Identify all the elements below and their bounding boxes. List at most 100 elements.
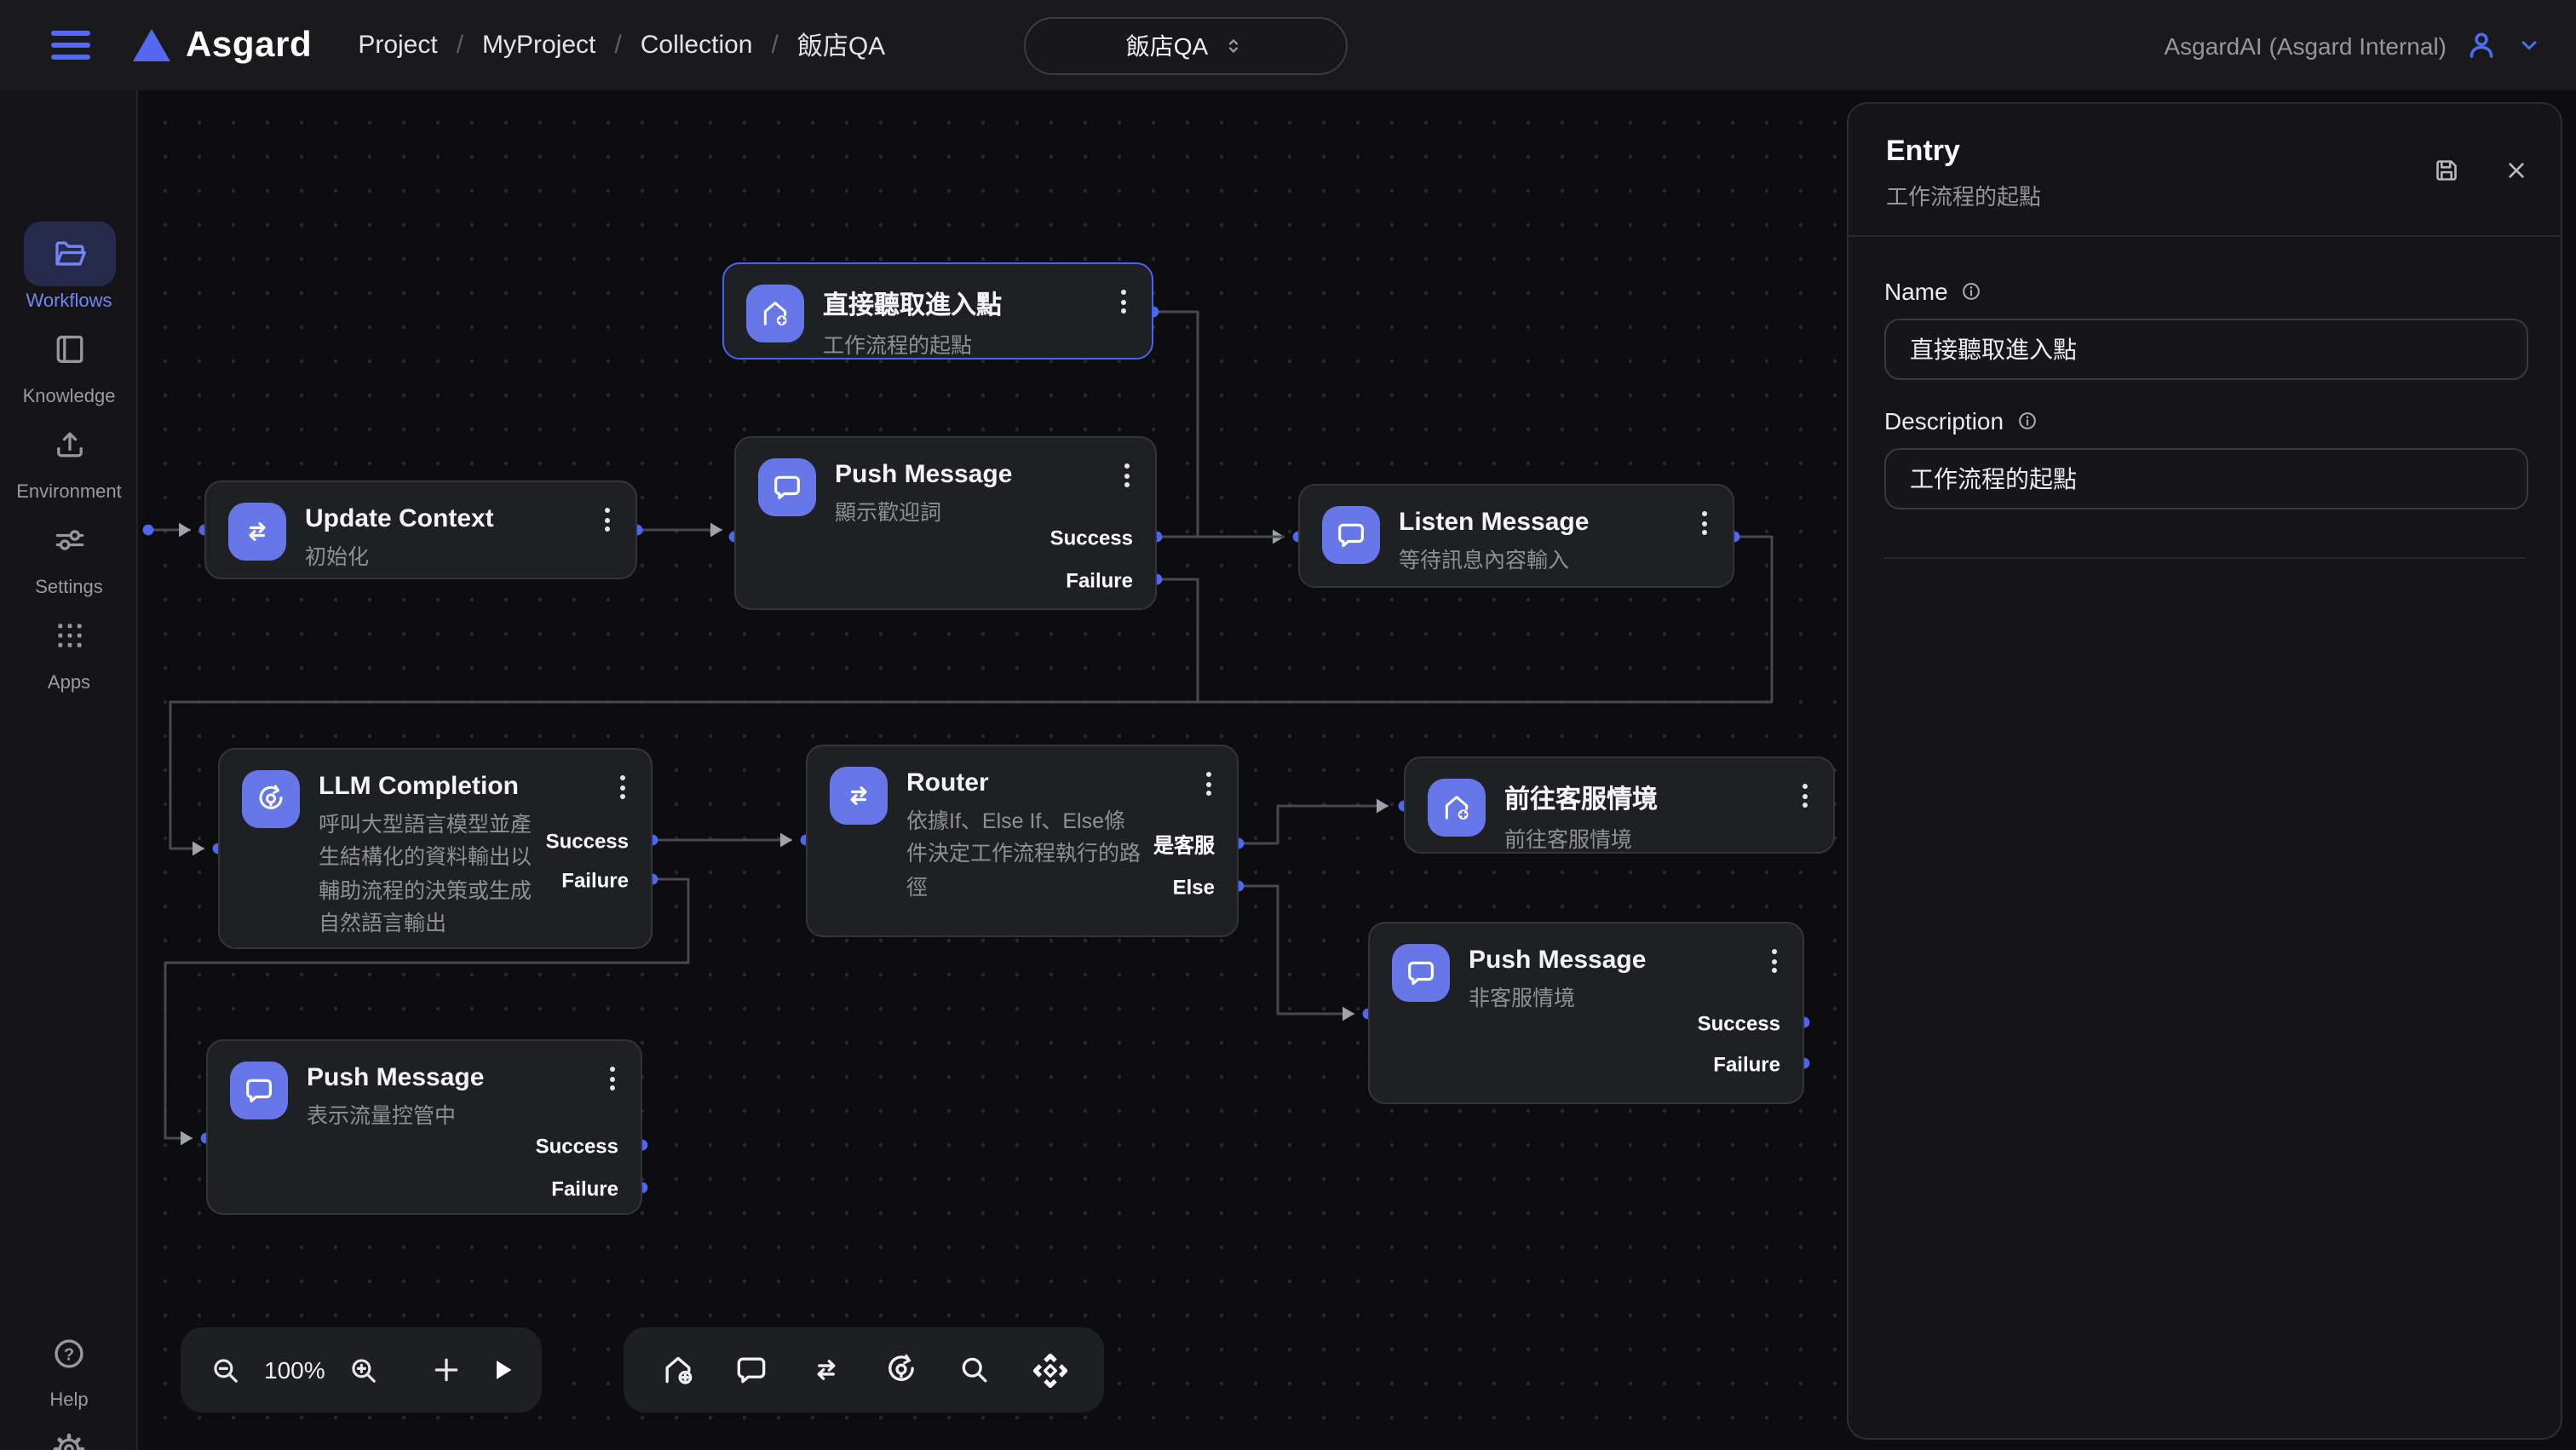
node-menu-icon[interactable] (1688, 506, 1719, 540)
breadcrumb-project[interactable]: Project (358, 31, 438, 60)
inspector-title: Entry (1886, 135, 1960, 167)
entry-node-icon (746, 285, 804, 342)
sidebar-item-help[interactable]: ? Help (0, 1321, 138, 1411)
help-icon: ? (55, 1338, 83, 1367)
description-input[interactable] (1884, 448, 2528, 509)
add-button[interactable] (429, 1344, 463, 1395)
node-menu-icon[interactable] (607, 770, 637, 804)
node-listen-message[interactable]: Listen Message 等待訊息內容輸入 (1298, 484, 1734, 588)
node-title: Listen Message (1399, 508, 1590, 537)
node-entry[interactable]: 直接聽取進入點工作流程的起點 (722, 262, 1153, 360)
zoom-level-label: 100% (264, 1356, 325, 1384)
edge-arrowhead (1273, 529, 1285, 544)
save-icon[interactable] (2431, 155, 2462, 186)
search-node-button[interactable] (950, 1344, 1001, 1395)
account-menu[interactable]: AsgardAI (Asgard Internal) (2165, 0, 2543, 90)
node-subtitle: 等待訊息內容輸入 (1399, 549, 1570, 573)
sidebar-item-workflows[interactable]: Workflows (0, 222, 138, 312)
node-palette-toolbar (624, 1327, 1104, 1413)
node-menu-icon[interactable] (1193, 767, 1223, 801)
fit-view-button[interactable] (1024, 1344, 1075, 1395)
logo-text: Asgard (186, 25, 313, 64)
message-node-icon (1322, 506, 1380, 564)
node-menu-icon[interactable] (1111, 458, 1141, 492)
node-title: Router (906, 768, 989, 797)
node-menu-icon[interactable] (1789, 779, 1820, 813)
asgard-logo[interactable]: Asgard (133, 25, 312, 66)
sidebar: Workflows Knowledge Environment Settings… (0, 90, 138, 1450)
name-input[interactable] (1884, 319, 2528, 380)
port-label-success: Success (545, 829, 629, 854)
plus-icon (434, 1358, 457, 1382)
close-icon[interactable] (2503, 157, 2530, 184)
name-label-text: Name (1884, 278, 1948, 305)
inspector-panel: Entry 工作流程的起點 Name Description (1847, 102, 2562, 1440)
sidebar-item-environment[interactable]: Environment (0, 412, 138, 503)
sidebar-item-apps[interactable]: Apps (0, 603, 138, 693)
name-field-label: Name (1884, 278, 2525, 305)
updown-chevron-icon (1229, 39, 1239, 53)
svg-text:?: ? (64, 1344, 74, 1363)
account-label: AsgardAI (Asgard Internal) (2164, 32, 2447, 59)
panel-divider (1884, 557, 2525, 559)
sidebar-item-knowledge[interactable]: Knowledge (0, 317, 138, 407)
edge-source-port[interactable] (142, 524, 154, 536)
node-menu-icon[interactable] (1758, 944, 1789, 978)
edge-arrowhead (179, 522, 191, 538)
topbar: Asgard Project/ MyProject/ Collection/ 飯… (0, 0, 2576, 90)
edge-4 (1157, 578, 1199, 702)
port-label-else: Else (1172, 875, 1215, 900)
node-goto-cs-scene[interactable]: 前往客服情境前往客服情境 (1404, 757, 1835, 854)
chevron-down-icon[interactable] (2516, 32, 2542, 58)
workflow-selector[interactable]: 飯店QA (1024, 17, 1348, 75)
edge-arrowhead (1377, 798, 1389, 814)
message-node-icon (230, 1062, 288, 1119)
node-subtitle: 表示流量控管中 (307, 1104, 457, 1128)
node-title: Push Message (835, 460, 1013, 489)
port-label-failure: Failure (561, 868, 629, 893)
edge-8 (1239, 804, 1389, 845)
description-label-text: Description (1884, 407, 2004, 434)
node-title: LLM Completion (319, 772, 519, 801)
breadcrumb-myproject[interactable]: MyProject (482, 31, 596, 60)
edge-arrowhead (780, 832, 792, 848)
add-message-node-button[interactable] (727, 1344, 778, 1395)
book-icon (55, 336, 83, 363)
node-subtitle: 顯示歡迎詞 (835, 501, 942, 525)
breadcrumb-collection[interactable]: Collection (640, 31, 753, 60)
zoom-in-button[interactable] (346, 1344, 382, 1395)
add-router-node-button[interactable] (801, 1344, 852, 1395)
breadcrumb-workflow[interactable]: 飯店QA (796, 32, 886, 61)
sliders-icon (55, 530, 83, 550)
breadcrumb-separator: / (771, 31, 779, 60)
hamburger-menu-icon[interactable] (51, 31, 90, 60)
edge-arrowhead (181, 1131, 193, 1146)
node-title: Update Context (305, 504, 494, 533)
port-label-success: Success (1697, 1011, 1780, 1036)
node-subtitle: 非客服情境 (1469, 987, 1576, 1010)
edge-arrowhead (193, 841, 204, 856)
entry-node-icon (665, 1356, 692, 1384)
sidebar-item-workspace[interactable]: Workspace (0, 1416, 138, 1450)
add-llm-node-button[interactable] (876, 1344, 927, 1395)
swap-node-icon (228, 503, 286, 561)
logo-triangle-icon (133, 29, 170, 61)
inspector-header: Entry 工作流程的起點 (1849, 104, 2561, 237)
zoom-out-button[interactable] (208, 1344, 244, 1395)
workflow-selector-value: 飯店QA (1125, 32, 1209, 60)
node-menu-icon[interactable] (1107, 285, 1138, 319)
entry-node-icon (1428, 779, 1486, 837)
sidebar-item-settings[interactable]: Settings (0, 508, 138, 598)
add-entry-node-button[interactable] (653, 1344, 704, 1395)
llm-node-icon (242, 770, 300, 828)
node-menu-icon[interactable] (596, 1062, 627, 1096)
run-workflow-button[interactable] (484, 1344, 518, 1395)
node-menu-icon[interactable] (591, 503, 622, 537)
